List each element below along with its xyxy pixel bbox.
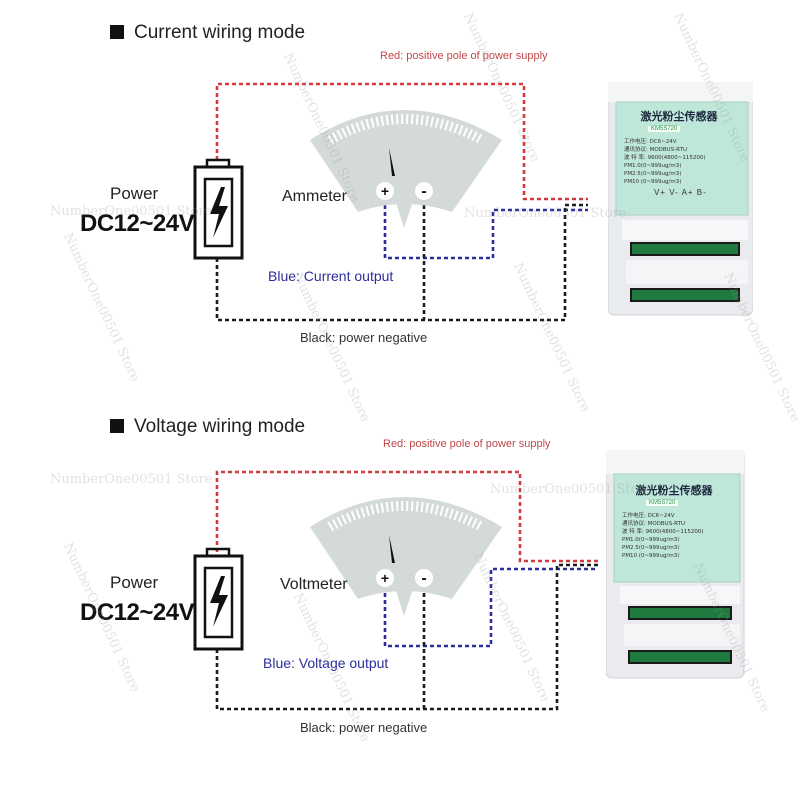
sensor-spec-line: 通讯协议: MODBUS-RTU [622, 521, 685, 527]
power-voltage: DC12~24V [80, 210, 195, 237]
meter-label: Ammeter [282, 188, 347, 205]
sensor-specs: 工作电压: DC6~24V 通讯协议: MODBUS-RTU 波 特 率: 96… [624, 138, 742, 186]
red-wire-label: Red: positive pole of power supply [383, 438, 551, 450]
meter-icon: + - [310, 110, 502, 228]
sensor-spec-line: 波 特 率: 9600(4800~115200) [622, 529, 704, 535]
meter-label: Voltmeter [280, 576, 348, 593]
blue-wire-label: Blue: Voltage output [263, 655, 389, 671]
sensor-spec-line: PM1.0(0~999ug/m3) [622, 537, 680, 543]
black-wire [215, 563, 598, 711]
sensor-terminal-labels: V+ V- A+ B- [654, 188, 707, 197]
sensor-spec-line: PM2.5(0~999ug/m3) [622, 545, 680, 551]
sensor-spec-line: PM1.0(0~999ug/m3) [624, 163, 682, 169]
blue-wire-label: Blue: Current output [268, 268, 394, 284]
meter-plus-terminal: + [381, 183, 389, 199]
current-wiring-section: Current wiring mode + - Red: positive po… [80, 22, 753, 345]
sensor-model: KM5S720 [648, 126, 681, 132]
sensor-body-icon [608, 82, 753, 316]
square-bullet-icon [110, 25, 124, 39]
section-heading: Voltage wiring mode [110, 416, 305, 438]
sensor-spec-line: 通讯协议: MODBUS-RTU [624, 147, 687, 153]
red-wire [215, 470, 598, 563]
sensor-body-icon [606, 450, 745, 679]
dust-sensor-device: 激光粉尘传感器 KM5S720 工作电压: DC6~24V 通讯协议: MODB… [608, 82, 753, 317]
sensor-spec-line: 工作电压: DC6~24V [624, 139, 677, 145]
sensor-spec-line: 波 特 率: 9600(4800~115200) [624, 155, 706, 161]
blue-wire [383, 198, 588, 260]
dust-sensor-device: 激光粉尘传感器 KM5S720 工作电压: DC6~24V 通讯协议: MODB… [606, 450, 751, 685]
sensor-spec-line: 工作电压: DC6~24V [622, 513, 675, 519]
sensor-spec-line: PM10 (0~999ug/m3) [622, 553, 680, 559]
voltage-wiring-section: Voltage wiring mode + - Red: positive po… [0, 394, 800, 794]
square-bullet-icon [110, 419, 124, 433]
meter-icon: + - [310, 497, 502, 616]
section-heading: Current wiring mode [110, 22, 305, 44]
red-wire [215, 82, 588, 201]
black-wire-label: Black: power negative [300, 330, 428, 345]
sensor-specs: 工作电压: DC6~24V 通讯协议: MODBUS-RTU 波 特 率: 96… [622, 512, 740, 560]
sensor-title: 激光粉尘传感器 [640, 110, 718, 123]
meter-minus-terminal: - [421, 183, 426, 200]
power-voltage: DC12~24V [80, 599, 195, 626]
power-label: Power [110, 573, 159, 592]
wiring-diagram: + - [193, 470, 598, 711]
wiring-diagram: + - [193, 82, 588, 322]
meter-plus-terminal: + [381, 570, 389, 586]
sensor-spec-line: PM2.5(0~999ug/m3) [624, 171, 682, 177]
sensor-title: 激光粉尘传感器 [635, 484, 713, 497]
black-wire-label: Black: power negative [300, 720, 428, 735]
sensor-spec-line: PM10 (0~999ug/m3) [624, 179, 682, 185]
sensor-model: KM5S720 [646, 500, 679, 506]
black-wire [215, 198, 588, 322]
power-label: Power [110, 184, 159, 203]
battery-icon [193, 547, 244, 651]
battery-icon [193, 158, 244, 260]
meter-minus-terminal: - [421, 570, 426, 587]
red-wire-label: Red: positive pole of power supply [380, 50, 548, 62]
